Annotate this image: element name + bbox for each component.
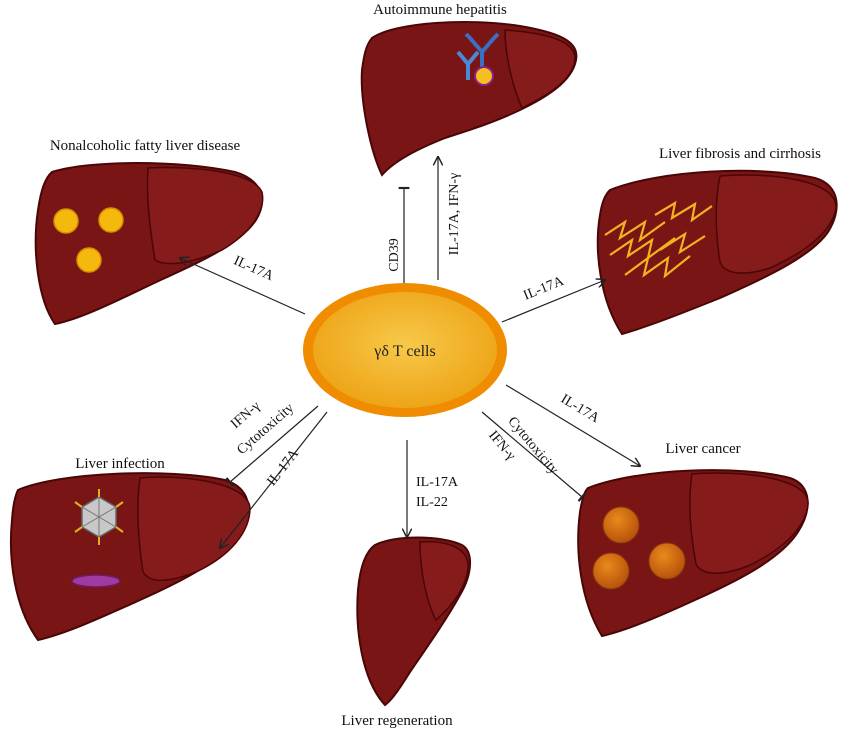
label-regeneration-il17a: IL-17A [416,475,459,490]
liver-infection [9,472,251,642]
title-nafld: Nonalcoholic fatty liver disease [50,138,241,154]
liver-fibrosis [596,169,838,336]
fat-droplet-icon [76,247,102,273]
label-nafld-il17a: IL-17A [231,253,276,284]
edge-nafld [180,258,306,315]
antibody-icon [456,32,500,86]
label-cancer-il17a: IL-17A [558,392,602,427]
edge-infection-inhibit [225,405,319,487]
liver-nafld [34,162,264,326]
title-autoimmune: Autoimmune hepatitis [373,2,507,18]
edge-cancer-inhibit [481,411,587,502]
label-infection-il17a: IL-17A [264,446,302,489]
label-cancer-cytotoxicity: Cytotoxicity [504,414,560,477]
tumor-icon [648,542,686,580]
title-regeneration: Liver regeneration [341,713,453,729]
edge-fibrosis [501,280,605,323]
label-fibrosis-il17a: IL-17A [521,274,566,304]
liver-cancer [577,469,809,638]
tumor-icon [592,552,630,590]
virus-icon [74,489,124,545]
fat-droplet-icon [98,207,124,233]
edge-infection-promote [220,411,328,548]
center-label: γδ T cells [373,343,435,360]
fibrosis-scar-icon [604,200,713,279]
label-cd39: CD39 [387,238,402,271]
fat-droplet-icon [53,208,79,234]
liver-regeneration [356,536,471,707]
gamma-delta-t-cell [303,283,507,417]
liver-autoimmune [360,21,578,177]
tumor-icon [602,506,640,544]
edge-cancer-promote [505,384,640,466]
label-regeneration-il22: IL-22 [416,495,448,510]
label-il17a-ifng: IL-17A, IFN-γ [447,173,462,255]
title-infection: Liver infection [75,456,165,472]
title-fibrosis: Liver fibrosis and cirrhosis [659,146,821,162]
title-cancer: Liver cancer [665,441,740,457]
bacterium-icon [71,574,121,588]
